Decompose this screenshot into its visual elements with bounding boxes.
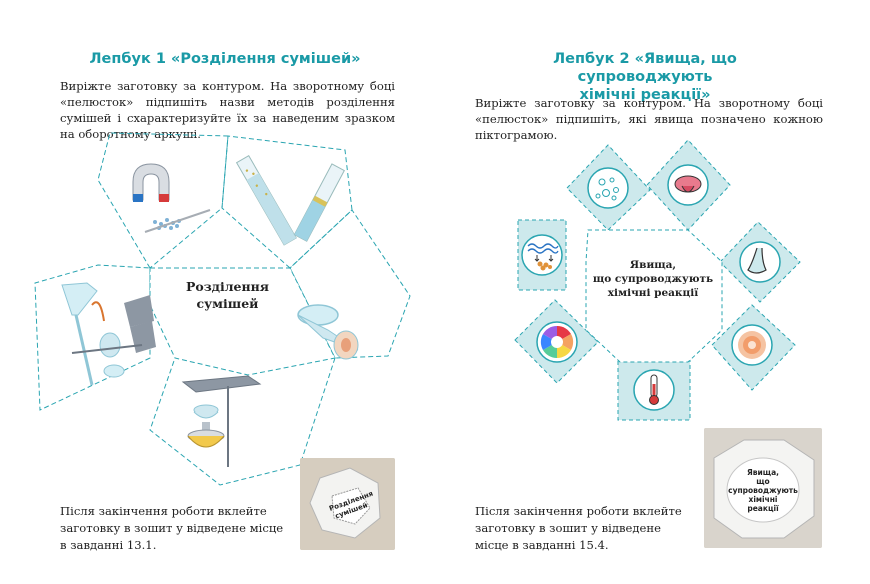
evaporation-dish-icon <box>181 375 262 467</box>
right-photo-label: Явища, що супроводжують хімічні реакції <box>728 468 798 513</box>
right-photo: Явища, що супроводжують хімічні реакції <box>704 428 822 548</box>
glow-light-icon <box>731 324 773 366</box>
left-center-label-line1: Розділення <box>185 279 270 294</box>
right-title: Лепбук 2 «Явища, що супроводжують хімічн… <box>495 50 795 104</box>
petal-top-left <box>97 132 229 269</box>
petal-left <box>34 264 151 411</box>
right-photo-label-line4: хімічні <box>748 495 778 504</box>
right-center-label-line2: що супроводжують <box>592 273 714 285</box>
petal-bottom <box>149 357 336 486</box>
right-photo-label-line5: реакції <box>747 504 779 513</box>
right-photo-label-line2: що <box>756 477 770 486</box>
left-instructions: Виріжте заготовку за контуром. На зворот… <box>60 79 395 141</box>
right-title-line1: Лепбук 2 «Явища, що супроводжують <box>553 51 737 85</box>
center-pentagon <box>149 267 336 376</box>
left-title: Лепбук 1 «Розділення сумішей» <box>89 51 361 67</box>
right-center-label-line1: Явища, <box>629 259 677 271</box>
right-photo-label-line3: супроводжують <box>728 486 798 495</box>
bubbles-icon <box>587 167 629 209</box>
graduated-cylinders-icon <box>235 155 345 246</box>
right-lapbook-template <box>514 139 801 421</box>
right-instructions: Виріжте заготовку за контуром. На зворот… <box>475 96 823 142</box>
right-center-label: Явища, що супроводжують хімічні реакції <box>592 258 714 300</box>
left-center-label-line2: сумішей <box>196 296 259 311</box>
magnet-separation-icon <box>132 163 211 233</box>
left-photo-graphic <box>300 458 395 550</box>
left-photo: Розділення сумішей <box>300 458 395 550</box>
center-octagon <box>585 229 723 363</box>
funnel-icon <box>297 304 359 360</box>
smell-nose-icon <box>739 241 781 283</box>
petal-top-right <box>221 135 353 269</box>
right-photo-graphic <box>704 428 822 548</box>
left-center-label: Розділення сумішей <box>170 278 285 312</box>
left-footer: Після закінчення роботи вклейте заготовк… <box>60 504 284 552</box>
thermometer-icon <box>633 369 675 411</box>
right-title-line2: хімічні реакції» <box>579 87 711 103</box>
right-photo-label-line1: Явища, <box>747 468 779 477</box>
precipitate-icon <box>521 234 563 276</box>
taste-tongue-icon <box>667 164 709 206</box>
right-center-label-line3: хімічні реакції <box>607 287 699 299</box>
right-footer: Після закінчення роботи вклейте заготовк… <box>475 504 682 552</box>
color-wheel-icon <box>536 321 578 363</box>
distillation-apparatus-icon <box>61 282 156 386</box>
